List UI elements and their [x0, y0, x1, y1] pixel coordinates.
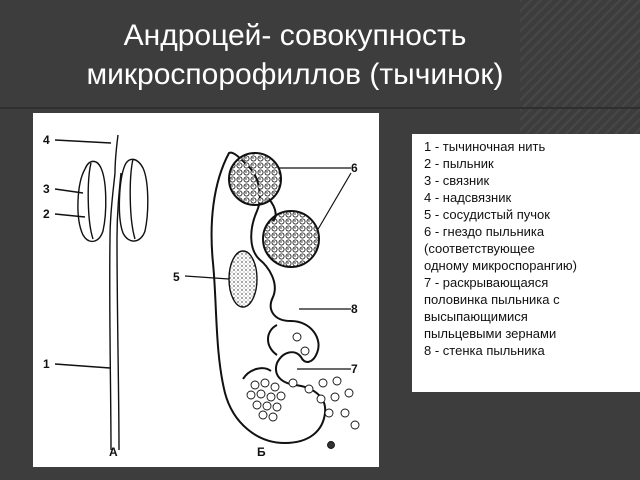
pollen-sac-upper: [228, 152, 282, 206]
legend-item: половинка пыльника с: [424, 292, 560, 307]
divider: [0, 107, 640, 109]
anther-left: [77, 160, 107, 242]
anther-right: [118, 158, 149, 242]
callout-5: 5: [173, 270, 180, 284]
legend-list: 1 - тычиночная нить 2 - пыльник 3 - связ…: [424, 138, 636, 359]
pollen-cluster: [246, 378, 286, 422]
legend-item: 1 - тычиночная нить: [424, 139, 546, 154]
opening-locule: [267, 324, 278, 356]
legend-item: 2 - пыльник: [424, 156, 494, 171]
legend-item: пыльцевыми зернами: [424, 326, 557, 341]
stamen-a: [54, 134, 149, 451]
slide-title-line-2: микроспорофиллов (тычинок): [86, 58, 504, 91]
callout-8: 8: [351, 302, 358, 316]
anther-section-b: [184, 151, 352, 445]
legend-item: высыпающимися: [424, 309, 528, 324]
filament: [109, 172, 116, 451]
legend-item: 8 - стенка пыльника: [424, 343, 545, 358]
callout-4: 4: [43, 133, 50, 147]
slide-title: Андроцей- совокупность микроспорофиллов …: [0, 16, 590, 94]
callout-1: 1: [43, 357, 50, 371]
stamen-diagram: 4 3 2 1 А: [43, 133, 360, 459]
callout-3: 3: [43, 182, 50, 196]
connective: [114, 134, 119, 174]
slide-title-line-1: Андроцей- совокупность: [123, 19, 467, 52]
background-pattern: [520, 0, 640, 140]
legend: 1 - тычиночная нить 2 - пыльник 3 - связ…: [412, 134, 640, 392]
callout-6: 6: [351, 161, 358, 175]
dispersed-pollen: [288, 332, 360, 449]
legend-item: 4 - надсвязник: [424, 190, 512, 205]
legend-item: 3 - связник: [424, 173, 490, 188]
legend-item: 6 - гнездо пыльника: [424, 224, 545, 239]
panel-b-label: Б: [257, 445, 266, 459]
callout-2: 2: [43, 207, 50, 221]
legend-item: одному микроспорангию): [424, 258, 577, 273]
legend-item: 5 - сосудистый пучок: [424, 207, 550, 222]
callout-7: 7: [351, 362, 358, 376]
panel-a-label: А: [109, 445, 118, 459]
legend-item: 7 - раскрывающаяся: [424, 275, 549, 290]
anther-wall: [210, 151, 327, 445]
stamen-figure: 4 3 2 1 А: [33, 113, 379, 467]
pollen-sac-lower: [262, 210, 320, 268]
vascular-bundle: [228, 250, 258, 308]
legend-item: (соответствующее: [424, 241, 535, 256]
